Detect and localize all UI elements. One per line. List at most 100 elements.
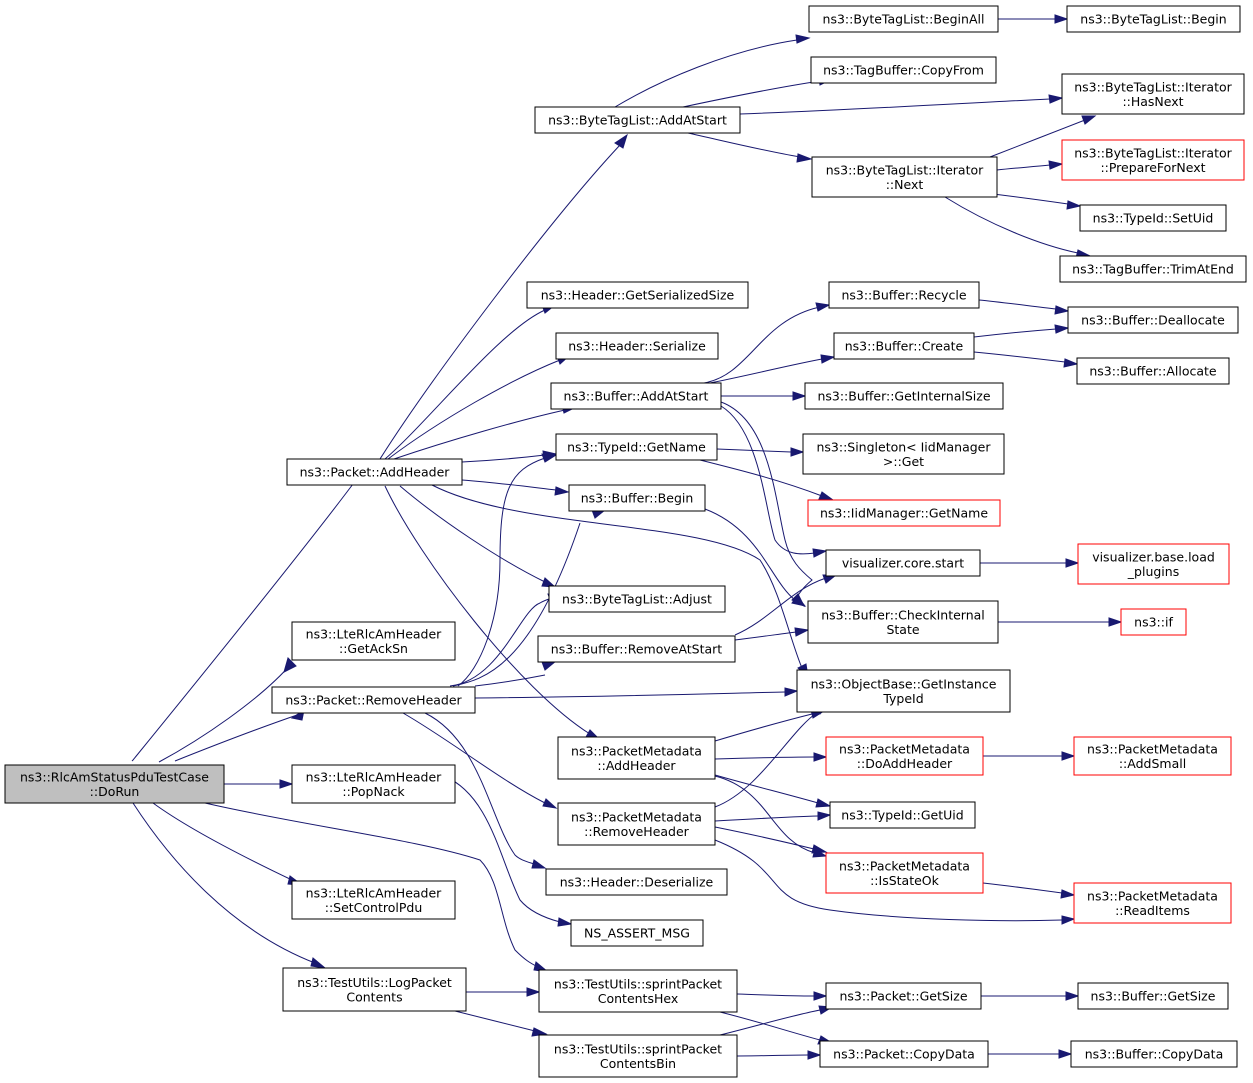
node-buf-getinternalsize[interactable]: ns3::Buffer::GetInternalSize <box>804 382 1004 410</box>
edge-tu_logpacket-to-tu_sprintbin <box>454 1010 548 1037</box>
node-btl-iter-prepare[interactable]: ns3::ByteTagList::Iterator::PrepareForNe… <box>1061 139 1245 181</box>
node-pm-isstateok[interactable]: ns3::PacketMetadata::IsStateOk <box>825 852 984 894</box>
edge-line <box>387 359 561 460</box>
node-buf-getsize[interactable]: ns3::Buffer::GetSize <box>1077 982 1229 1010</box>
node-singleton-get[interactable]: ns3::Singleton< IidManager>::Get <box>802 433 1005 475</box>
node-buf-addatstart[interactable]: ns3::Buffer::AddAtStart <box>550 382 722 410</box>
node-pkt-copydata[interactable]: ns3::Packet::CopyData <box>819 1040 989 1068</box>
node-box <box>828 281 980 309</box>
edge-line <box>474 674 546 687</box>
node-btl-addatstart[interactable]: ns3::ByteTagList::AddAtStart <box>534 106 741 134</box>
node-typeid-getuid[interactable]: ns3::TypeId::GetUid <box>829 801 976 829</box>
node-label: visualizer.core.start <box>842 556 964 571</box>
node-box <box>537 635 736 663</box>
node-box <box>291 621 456 661</box>
node-root[interactable]: ns3::RlcAmStatusPduTestCase::DoRun <box>4 764 225 804</box>
node-buf-create[interactable]: ns3::Buffer::Create <box>833 332 975 360</box>
edge-line <box>714 775 816 854</box>
node-btl-begin[interactable]: ns3::ByteTagList::Begin <box>1066 5 1241 33</box>
node-pm-addheader[interactable]: ns3::PacketMetadata::AddHeader <box>557 736 716 780</box>
node-label: ns3::Header::Deserialize <box>560 875 714 890</box>
edge-pkt_removeheader-to-typeid_getname <box>457 453 558 687</box>
node-viz-loadplugins[interactable]: visualizer.base.load_plugins <box>1077 543 1230 585</box>
node-box <box>1120 608 1187 636</box>
node-ns-assert-msg[interactable]: NS_ASSERT_MSG <box>570 919 704 947</box>
edge-line <box>973 351 1066 363</box>
node-label: Contents <box>346 989 402 1004</box>
node-buf-allocate[interactable]: ns3::Buffer::Allocate <box>1076 357 1230 385</box>
node-pkt-getsize[interactable]: ns3::Packet::GetSize <box>825 982 982 1010</box>
edge-pkt_removeheader-to-ob_getinstance <box>474 687 799 699</box>
node-label: ns3::Packet::RemoveHeader <box>285 693 462 708</box>
node-btl-iter-hasnext[interactable]: ns3::ByteTagList::Iterator::HasNext <box>1061 73 1245 115</box>
edge-btl_addatstart-to-btl_iter_hasnext <box>739 94 1064 115</box>
node-label: ns3::ByteTagList::BeginAll <box>823 12 985 27</box>
node-label: ::DoAddHeader <box>857 756 953 771</box>
node-pm-addsmall[interactable]: ns3::PacketMetadata::AddSmall <box>1073 736 1232 776</box>
node-buf-recycle[interactable]: ns3::Buffer::Recycle <box>828 281 980 309</box>
node-btl-beginall[interactable]: ns3::ByteTagList::BeginAll <box>808 5 999 33</box>
edge-pkt_removeheader-to-hdr_deserialize <box>424 712 547 869</box>
node-typeid-setuid[interactable]: ns3::TypeId::SetUid <box>1079 204 1227 232</box>
node-label: >::Get <box>883 454 924 469</box>
node-typeid-getname[interactable]: ns3::TypeId::GetName <box>555 433 718 461</box>
edge-buf_addatstart-to-buf_recycle <box>703 302 831 384</box>
arrowhead-icon <box>1065 558 1080 568</box>
node-lte-setcontrolpdu[interactable]: ns3::LteRlcAmHeader::SetControlPdu <box>291 880 456 920</box>
node-ns3-if[interactable]: ns3::if <box>1120 608 1187 636</box>
arrowhead-icon <box>557 917 573 927</box>
node-tb-trimatend[interactable]: ns3::TagBuffer::TrimAtEnd <box>1059 255 1247 283</box>
node-label: ns3::PacketMetadata <box>571 743 702 758</box>
arrowhead-icon <box>1061 915 1076 925</box>
node-iid-getname[interactable]: ns3::IidManager::GetName <box>807 499 1001 527</box>
node-tb-copyfrom[interactable]: ns3::TagBuffer::CopyFrom <box>810 56 997 84</box>
arrowhead-icon <box>795 34 811 44</box>
arrowhead-icon <box>1063 358 1079 368</box>
node-pm-readitems[interactable]: ns3::PacketMetadata::ReadItems <box>1073 882 1232 924</box>
arrowhead-icon <box>1108 617 1123 627</box>
arrowhead-icon <box>279 779 294 789</box>
arrowhead-icon <box>813 752 828 762</box>
node-viz-start[interactable]: visualizer.core.start <box>825 549 981 577</box>
edge-line <box>457 457 546 687</box>
arrowhead-icon <box>818 491 835 501</box>
arrowhead-icon <box>541 453 558 463</box>
node-pm-doaddheader[interactable]: ns3::PacketMetadata::DoAddHeader <box>825 736 984 776</box>
edge-viz_start-to-viz_loadplugins <box>980 558 1080 568</box>
edge-line <box>714 826 815 850</box>
node-buf-removeatstart[interactable]: ns3::Buffer::RemoveAtStart <box>537 635 736 663</box>
node-hdr-getserializedsize[interactable]: ns3::Header::GetSerializedSize <box>526 281 749 309</box>
node-btl-adjust[interactable]: ns3::ByteTagList::Adjust <box>548 585 726 613</box>
node-pkt-removeheader[interactable]: ns3::Packet::RemoveHeader <box>271 686 476 714</box>
node-lte-getacksn[interactable]: ns3::LteRlcAmHeader::GetAckSn <box>291 621 456 661</box>
edge-pkt_getsize-to-buf_getsize <box>981 991 1080 1001</box>
node-buf-copydata[interactable]: ns3::Buffer::CopyData <box>1070 1040 1238 1068</box>
node-btl-iter-next[interactable]: ns3::ByteTagList::Iterator::Next <box>811 156 998 198</box>
node-box <box>811 156 998 198</box>
node-lte-popnack[interactable]: ns3::LteRlcAmHeader::PopNack <box>291 764 456 804</box>
node-label: ::DoRun <box>90 784 140 799</box>
node-label: ns3::PacketMetadata <box>1087 888 1218 903</box>
node-box <box>1077 543 1230 585</box>
node-label: ns3::Packet::AddHeader <box>300 465 451 480</box>
node-pkt-addheader[interactable]: ns3::Packet::AddHeader <box>286 458 463 486</box>
edge-line <box>152 802 293 881</box>
node-buf-deallocate[interactable]: ns3::Buffer::Deallocate <box>1067 306 1239 334</box>
node-buf-begin[interactable]: ns3::Buffer::Begin <box>568 484 706 512</box>
arrowhead-icon <box>1066 200 1082 210</box>
node-hdr-deserialize[interactable]: ns3::Header::Deserialize <box>545 868 728 896</box>
arrowhead-icon <box>811 844 828 854</box>
node-box <box>271 686 476 714</box>
arrowhead-icon <box>1054 324 1070 334</box>
node-label: ns3::ByteTagList::Begin <box>1080 12 1226 27</box>
node-box <box>1061 73 1245 115</box>
node-hdr-serialize[interactable]: ns3::Header::Serialize <box>555 332 719 360</box>
node-pm-removeheader[interactable]: ns3::PacketMetadata::RemoveHeader <box>557 802 716 846</box>
arrowhead-icon <box>542 798 558 809</box>
edge-pkt_removeheader-to-pm_removeheader <box>402 712 558 809</box>
